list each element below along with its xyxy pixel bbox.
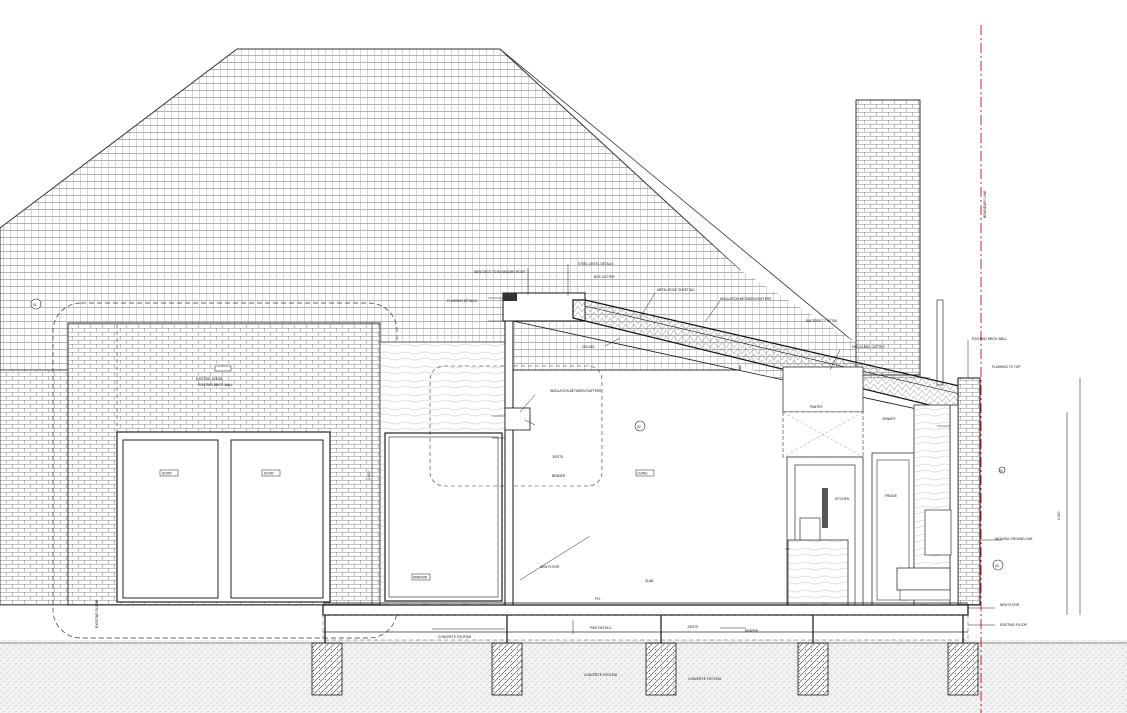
drawer-unit-2: [899, 589, 951, 601]
door-1-tag: DOOR: [162, 472, 172, 476]
pier-detail-label: PIER DETAILS: [590, 626, 611, 630]
joists-label: JOISTS: [552, 455, 563, 459]
window-inner: [388, 436, 499, 598]
parapet-coping: [503, 293, 517, 301]
annotations: [432, 264, 1002, 634]
footing-4: [797, 642, 829, 696]
ground-line-label: NATURAL GROUND LINE: [995, 537, 1033, 541]
extension-wall-cut: [504, 292, 514, 606]
pantry-tag: PANTRY: [810, 405, 824, 409]
lintel: [504, 407, 531, 431]
joinery-tag: JOINERY: [882, 417, 897, 421]
drawer-unit: [896, 567, 951, 591]
fridge-tag: FRIDGE: [885, 494, 897, 498]
steel-lintel-label: STEEL LINTEL DETAILS: [578, 262, 614, 266]
joists-floor-label: JOISTS: [687, 625, 698, 629]
existing-brick-right-label: EXISTING BRICK WALL: [972, 337, 1007, 341]
new-floor-slab: [322, 604, 969, 616]
callout-circle-d: [998, 466, 1006, 474]
callout-b: 02: [637, 425, 641, 429]
chimney: [855, 99, 921, 376]
slab-label: SLAB: [645, 579, 653, 583]
kitchen-tag: KITCHEN: [835, 497, 850, 501]
window-detail-label: INSULATION BETWEEN RAFTERS: [550, 389, 601, 393]
window-tag: WINDOW: [413, 576, 427, 580]
footings: [311, 615, 979, 696]
roof-hip-line: [499, 48, 901, 381]
door-2-tag: DOOR: [264, 472, 274, 476]
tall-appliance: [822, 488, 828, 528]
concrete-footing-label: CONCRETE FOOTING: [438, 635, 472, 639]
ffl-label: FFL: [595, 597, 601, 601]
callout-circle-a: [30, 298, 42, 310]
door-left: [122, 439, 219, 599]
door-right: [230, 439, 324, 599]
boundary-line-label: BOUNDARY LINE: [983, 190, 987, 218]
footing-note-right: CONCRETE FOOTING: [688, 677, 722, 681]
ridge-flashing-label: FLASHING DETAILS: [447, 299, 477, 303]
wall-lining: [949, 404, 959, 606]
existing-floor-right-label: EXISTING FLOOR: [1000, 623, 1027, 627]
subfloor-zone: [322, 614, 969, 641]
roof-flashing-label: NEW DECK TO BOUNDARY ROOF: [474, 270, 525, 274]
window-tag-box: [411, 573, 431, 581]
bench-island: [787, 539, 849, 606]
callout-d: 04: [999, 469, 1003, 473]
roof-sheeting-label: METAL ROOF SHEETING: [657, 288, 695, 292]
height-left-label: 2.400: [367, 471, 371, 480]
footing-2: [491, 642, 523, 696]
footing-5: [947, 642, 979, 696]
gutter-label: BOX GUTTER: [594, 275, 615, 279]
ceiling-label: CEILING: [582, 345, 595, 349]
existing-roof-right: [560, 108, 940, 380]
existing-brick-wall-cut: [957, 377, 981, 606]
callout-circle-c: [992, 559, 1004, 571]
door-1-tag-box: [159, 469, 179, 477]
existing-wall-low: [0, 369, 69, 606]
footing-1: [311, 642, 343, 696]
callout-c: 03: [995, 564, 999, 568]
bearer-floor-label: BEARER: [745, 629, 759, 633]
living-tag-box: [635, 469, 655, 477]
callout-a: 01: [33, 303, 37, 307]
insulation-label: INSULATION BETWEEN RAFTERS: [720, 297, 771, 301]
ceiling-line: [512, 320, 959, 419]
ground-fill: [0, 640, 1127, 713]
new-floor-label: NEW FLOOR: [540, 565, 560, 569]
small-appliance: [799, 517, 821, 541]
height-right-label: 2.400: [1057, 511, 1061, 520]
callout-circle-b: [634, 420, 646, 432]
new-floor-right-label: NEW FLOOR: [1000, 603, 1020, 607]
existing-brick-label: EXISTING HOUSE: [196, 377, 223, 381]
overhead-cupboard: [782, 366, 864, 413]
roof-sheeting-line: [584, 305, 961, 395]
footing-note-label: CONCRETE FOOTING: [584, 673, 618, 677]
door-2-tag-box: [261, 469, 281, 477]
rafters-label: RAFTERS TO DETAIL: [806, 319, 838, 323]
vent-pipe: [936, 299, 944, 386]
rangehood-x: [782, 411, 864, 458]
detail-boundary-left: [52, 302, 398, 639]
existing-floor-note: EXISTING FLOOR: [95, 599, 99, 628]
existing-brick-tag: [214, 365, 232, 372]
dashed-detail-window: [429, 365, 603, 487]
existing-brick-note: EXISTING BRICK WALL: [198, 383, 233, 387]
living-tag: LIVING: [637, 472, 648, 476]
flashing-top-label: FLASHING TO TOP: [992, 365, 1020, 369]
fascia-label: FASCIA AND GUTTER: [852, 345, 885, 349]
wall-oven: [924, 509, 952, 556]
footing-3: [645, 642, 677, 696]
bearer-label: BEARER: [552, 474, 566, 478]
